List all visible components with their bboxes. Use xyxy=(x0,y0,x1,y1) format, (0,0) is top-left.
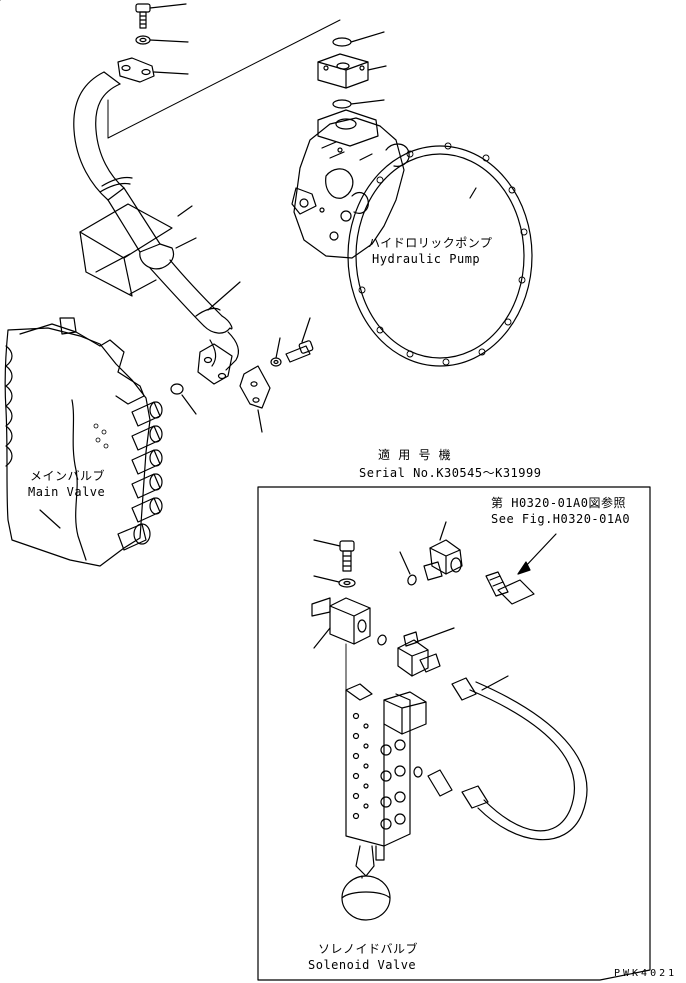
solenoid-valve xyxy=(342,684,426,920)
solenoid-o-ring-lower xyxy=(377,634,388,646)
top-split-flange xyxy=(118,58,188,82)
pump-label-jp: ハイドロリックポンプ xyxy=(368,236,493,250)
solenoid-label-en: Solenoid Valve xyxy=(308,958,417,972)
main-valve-label-jp: メインバルブ xyxy=(30,469,106,483)
drawing-code: PWK4021 xyxy=(614,968,678,979)
pump-top-o-ring xyxy=(333,32,384,46)
top-washer xyxy=(136,36,188,44)
solenoid-bolt xyxy=(314,540,354,571)
hydraulic-pump xyxy=(292,110,532,366)
solenoid-o-ring-upper xyxy=(400,552,417,586)
hose-assembly xyxy=(452,676,587,840)
straight-connector xyxy=(486,572,534,604)
small-fitting xyxy=(414,767,452,796)
main-valve-label-en: Main Valve xyxy=(28,485,106,499)
hose-clamp-plate xyxy=(80,204,172,296)
solenoid-assembly-frame xyxy=(258,487,650,980)
pump-lower-o-ring xyxy=(333,100,384,108)
solenoid-washer xyxy=(314,576,355,587)
lower-bolt xyxy=(286,318,313,362)
valve-spools xyxy=(118,402,162,550)
solenoid-mount-block xyxy=(312,598,370,690)
solenoid-label-jp: ソレノイドバルブ xyxy=(318,942,419,956)
pump-top-flange xyxy=(318,54,386,88)
lower-split-flange-left xyxy=(198,344,232,384)
top-bolt xyxy=(136,4,186,28)
lower-split-flange-right xyxy=(240,366,270,432)
pump-label-en: Hydraulic Pump xyxy=(372,252,481,266)
serial-label-jp: 適 用 号 機 xyxy=(378,448,452,462)
lower-washer xyxy=(271,338,281,366)
tee-fitting xyxy=(398,628,454,676)
serial-label-en: Serial No.K30545～K31999 xyxy=(359,466,542,480)
reference-label-en: See Fig.H0320-01A0 xyxy=(491,512,631,526)
lower-o-ring xyxy=(171,384,196,414)
main-valve xyxy=(5,318,162,566)
pump-delivery-hose xyxy=(74,72,240,370)
reference-arrow xyxy=(518,534,556,574)
reference-label-jp: 第 H0320-01A0図参照 xyxy=(491,496,626,510)
elbow-fitting xyxy=(424,522,462,580)
